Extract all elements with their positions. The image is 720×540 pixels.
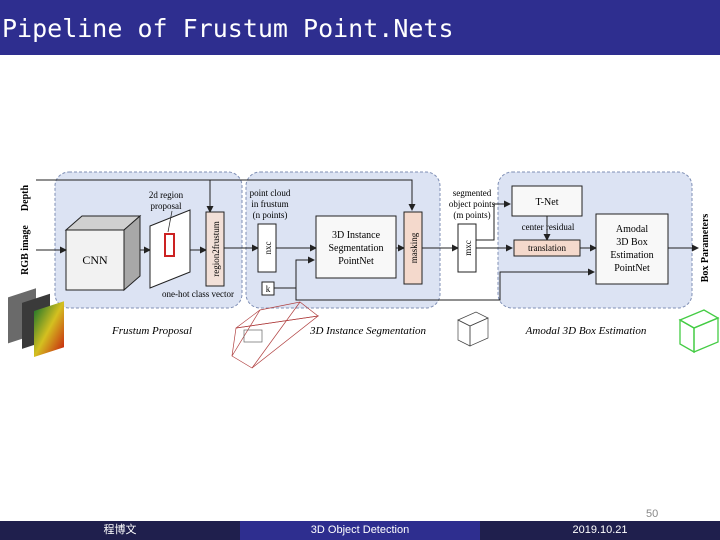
segmented-label-2: object points bbox=[449, 199, 496, 209]
region-proposal-label-1: 2d region bbox=[149, 190, 184, 200]
box-net-label-3: Estimation bbox=[610, 250, 653, 261]
mxc-label: mxc bbox=[463, 240, 473, 256]
footer-date: 2019.10.21 bbox=[480, 521, 720, 540]
depth-label: Depth bbox=[20, 185, 31, 212]
center-residual-label: center residual bbox=[522, 222, 575, 232]
footer-bar: 程博文 3D Object Detection 2019.10.21 bbox=[0, 521, 720, 540]
title-bar: Pipeline of Frustum Point.Nets bbox=[0, 0, 720, 55]
nxc-label: nxc bbox=[263, 242, 273, 255]
segmentation-pointnet-block bbox=[315, 215, 397, 279]
tnet-label: T-Net bbox=[536, 197, 559, 208]
box-parameters-label: Box Parameters bbox=[700, 214, 711, 283]
rgb-image-label: RGB image bbox=[20, 225, 31, 275]
footer-author: 程博文 bbox=[0, 521, 240, 540]
seg-net-label-1: 3D Instance bbox=[332, 230, 381, 241]
input-images-thumbnail bbox=[8, 288, 64, 357]
output-box-sketch bbox=[678, 309, 720, 354]
region2frustum-block bbox=[205, 211, 225, 287]
masking-label: masking bbox=[409, 232, 419, 263]
translation-label: translation bbox=[528, 243, 566, 253]
mxc-to-tnet-wire bbox=[476, 200, 511, 241]
box-net-label-1: Amodal bbox=[616, 224, 648, 235]
k-wire bbox=[274, 256, 315, 289]
k-long-wire bbox=[295, 268, 595, 301]
segmented-object-sketch bbox=[457, 311, 489, 347]
frustum-sketch bbox=[231, 301, 320, 369]
point-cloud-label-1: point cloud bbox=[250, 188, 291, 198]
point-cloud-label-3: (n points) bbox=[253, 210, 288, 220]
cnn-block: CNN bbox=[64, 214, 142, 292]
depth-wire bbox=[36, 179, 416, 211]
seg-net-label-3: PointNet bbox=[338, 256, 374, 267]
instance-segmentation-caption: 3D Instance Segmentation bbox=[309, 325, 427, 337]
region-proposal-label-2: proposal bbox=[151, 201, 182, 211]
footer-topic: 3D Object Detection bbox=[240, 521, 480, 540]
one-hot-label: one-hot class vector bbox=[162, 289, 234, 299]
cnn-label: CNN bbox=[82, 253, 108, 267]
seg-net-label-2: Segmentation bbox=[329, 243, 384, 254]
region-proposal-card bbox=[149, 209, 191, 289]
box-estimation-pointnet-block bbox=[595, 213, 669, 285]
box-estimation-caption: Amodal 3D Box Estimation bbox=[525, 325, 647, 337]
pipeline-diagram: Depth RGB image Box Parameters CNN 2d re… bbox=[8, 171, 720, 369]
segmented-label-1: segmented bbox=[453, 188, 492, 198]
box-net-label-2: 3D Box bbox=[616, 237, 647, 248]
k-label: k bbox=[266, 284, 271, 294]
proposal-pointer bbox=[167, 210, 173, 233]
slide-number: 50 bbox=[646, 508, 659, 520]
frustum-proposal-caption: Frustum Proposal bbox=[111, 325, 192, 337]
slide-title: Pipeline of Frustum Point.Nets bbox=[2, 14, 454, 43]
region-box bbox=[164, 233, 175, 257]
tnet-block bbox=[511, 185, 583, 217]
segmented-label-3: (m points) bbox=[453, 210, 490, 220]
point-cloud-label-2: in frustum bbox=[251, 199, 288, 209]
box-net-label-4: PointNet bbox=[614, 263, 650, 274]
region2frustum-label: region2frustum bbox=[211, 221, 221, 277]
